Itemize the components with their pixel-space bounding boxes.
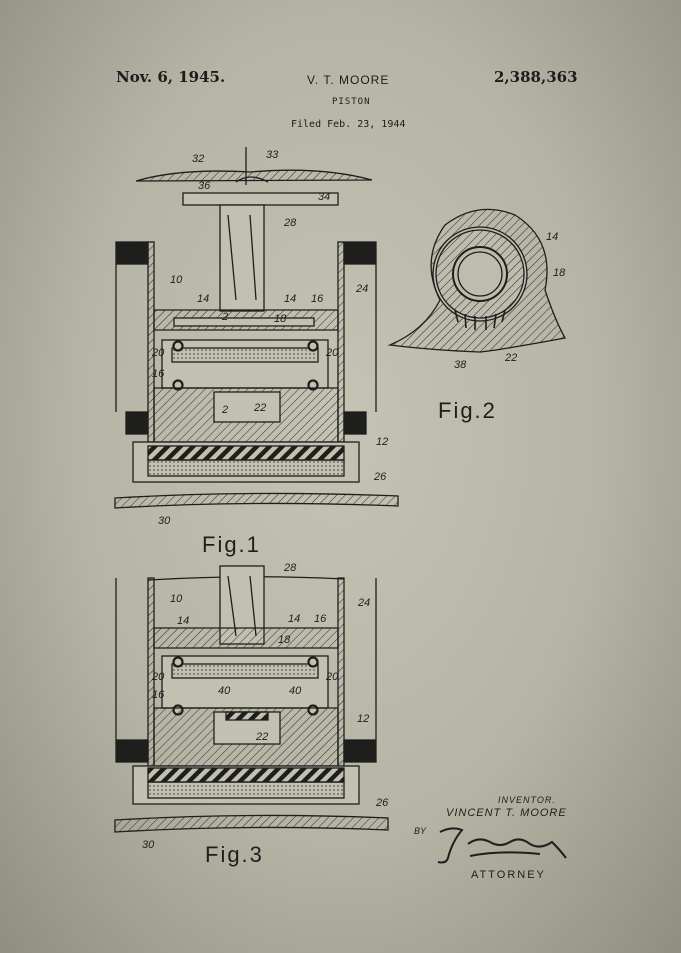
filing-date: Filed Feb. 23, 1944 [291,119,406,130]
fig1-label-33: 33 [266,149,279,161]
fig3-label-28: 28 [283,562,297,574]
figure-2-labels: 14 18 38 22 Fig.2 [438,231,566,423]
fig1-label-30: 30 [158,515,171,527]
figure-1 [114,147,399,509]
inventor-name: VINCENT T. MOORE [446,807,567,819]
figure-1-labels: 32 33 36 34 28 10 14 2 18 14 16 24 20 16… [151,149,388,557]
fig3-label-16b: 16 [152,689,165,701]
fig1-label-18: 18 [274,313,287,325]
fig2-label-18: 18 [553,267,566,279]
fig1-label-20a: 20 [151,347,165,359]
figure-2 [387,208,567,353]
fig1-label-36: 36 [198,180,211,192]
fig1-label-26: 26 [373,471,387,483]
fig3-label-24: 24 [357,597,370,609]
fig3-label-40b: 40 [289,685,302,697]
fig2-label-22: 22 [504,352,517,364]
attorney-signature [437,827,567,864]
fig1-label-34: 34 [318,191,330,203]
fig3-label-20a: 20 [151,671,165,683]
patent-date: Nov. 6, 1945. [116,68,226,86]
fig3-label-12: 12 [357,713,369,725]
fig1-label-32: 32 [192,153,204,165]
fig1-label-20b: 20 [325,347,339,359]
patent-number: 2,388,363 [494,68,578,86]
fig1-label-16b: 16 [152,368,165,380]
fig1-label-2b: 2 [221,404,228,416]
fig3-label-30: 30 [142,839,155,851]
fig3-label-22: 22 [255,731,268,743]
fig3-label-40a: 40 [218,685,231,697]
fig1-label-12: 12 [376,436,388,448]
fig1-label-2a: 2 [221,311,228,323]
fig1-label-14a: 14 [197,293,209,305]
fig3-label-10: 10 [170,593,183,605]
patent-title: PISTON [332,97,371,107]
inventor-label: INVENTOR. [498,795,556,805]
fig1-label-16a: 16 [311,293,324,305]
fig3-label-20b: 20 [325,671,339,683]
fig1-label-22: 22 [253,402,266,414]
fig1-label-10: 10 [170,274,183,286]
fig3-label-14b: 14 [288,613,300,625]
attorney-label: ATTORNEY [471,869,546,881]
fig1-label-28: 28 [283,217,297,229]
fig2-caption: Fig.2 [438,398,497,423]
fig3-label-26: 26 [375,797,389,809]
figure-3 [114,565,389,833]
figure-3-labels: 28 10 24 14 14 16 18 20 20 40 40 16 12 2… [142,562,389,867]
inventor-header: V. T. MOORE [307,73,390,87]
fig3-label-18: 18 [278,634,291,646]
fig1-label-14b: 14 [284,293,296,305]
fig2-label-14: 14 [546,231,558,243]
fig2-label-38: 38 [454,359,467,371]
fig3-label-16a: 16 [314,613,327,625]
fig1-caption: Fig.1 [202,532,261,557]
fig3-label-14a: 14 [177,615,189,627]
fig1-label-24: 24 [355,283,368,295]
fig3-caption: Fig.3 [205,842,264,867]
by-label: BY [414,826,427,836]
